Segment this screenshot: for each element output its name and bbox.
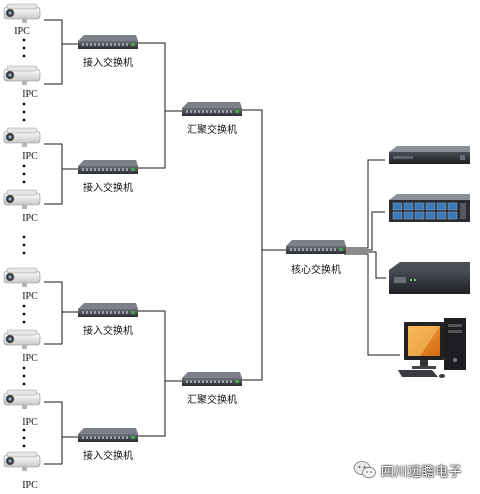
access-switch-1 [78, 35, 138, 49]
access-switch-3 [78, 303, 138, 317]
storage-array-icon [389, 194, 470, 222]
ipc-label: IPC [14, 26, 30, 37]
ipc-camera-1 [3, 3, 41, 24]
access-switch-label: 接入交换机 [83, 181, 133, 194]
rack-server-icon [389, 146, 470, 164]
access-switch-label: 接入交换机 [83, 56, 133, 69]
ipc-label: IPC [22, 151, 38, 162]
ellipsis-dots [22, 38, 26, 448]
ipc-label: IPC [22, 417, 38, 428]
watermark: 四川远瞻电子 [353, 457, 475, 483]
core-switch-label: 核心交换机 [291, 263, 341, 276]
ipc-camera-2 [3, 65, 41, 86]
aggregation-switch-2 [182, 372, 242, 386]
ipc-label: IPC [22, 480, 38, 491]
ipc-camera-6 [3, 329, 41, 350]
ipc-label: IPC [22, 353, 38, 364]
watermark-text: 四川远瞻电子 [381, 464, 463, 480]
aggregation-switch-label: 汇聚交换机 [187, 393, 237, 406]
ipc-camera-4 [3, 189, 41, 210]
access-switch-4 [78, 428, 138, 442]
ipc-camera-3 [3, 127, 41, 148]
wechat-icon [353, 461, 376, 479]
nvr-recorder-icon [389, 262, 470, 294]
aggregation-switch-1 [182, 102, 242, 116]
ipc-camera-8 [3, 451, 41, 472]
core-switch [286, 240, 346, 254]
access-switch-2 [78, 160, 138, 174]
aggregation-switch-label: 汇聚交换机 [187, 123, 237, 136]
ipc-camera-7 [3, 389, 41, 410]
ipc-label: IPC [22, 213, 38, 224]
ipc-label: IPC [22, 89, 38, 100]
ipc-label: IPC [22, 291, 38, 302]
ipc-camera-5 [3, 267, 41, 288]
access-switch-label: 接入交换机 [83, 449, 133, 462]
access-switch-label: 接入交换机 [83, 324, 133, 337]
pc-workstation-icon [398, 318, 466, 378]
connection-lines [44, 19, 400, 465]
